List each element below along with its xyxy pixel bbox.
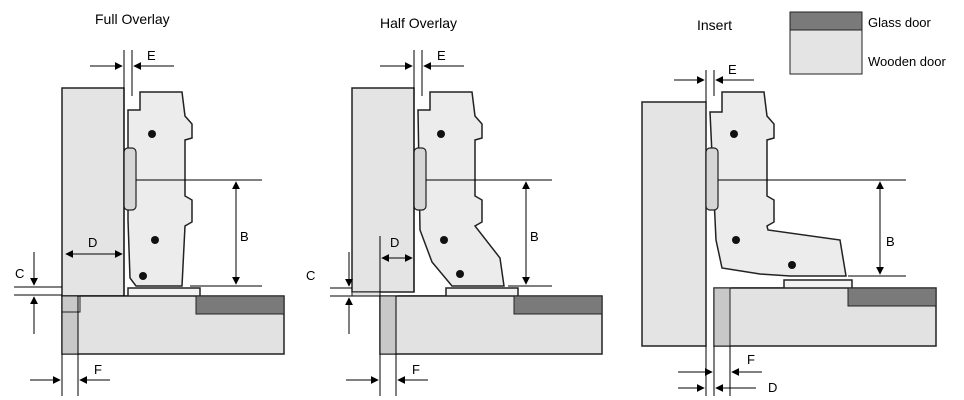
legend-wood-swatch [789, 29, 863, 75]
full-overlay-screw [139, 272, 147, 280]
half-overlay-cabinet-edge [379, 295, 397, 355]
full-overlay-label-d: D [88, 235, 97, 250]
half-overlay-label-f: F [412, 362, 420, 377]
insert-screw [732, 236, 740, 244]
full-overlay-label-f: F [94, 362, 102, 377]
insert-screw [788, 261, 796, 269]
insert-label-f: F [747, 352, 755, 367]
insert-door [641, 101, 707, 347]
insert-cabinet-edge [713, 287, 731, 347]
half-overlay-label-e: E [437, 48, 446, 63]
insert-hinge-cup [705, 147, 719, 211]
half-overlay-hinge-cup [413, 147, 427, 211]
full-overlay-label-b: B [240, 229, 249, 244]
half-overlay-title: Half Overlay [380, 15, 457, 31]
legend: Glass door Wooden door [789, 11, 946, 75]
half-overlay-door [351, 87, 415, 293]
legend-glass-swatch [789, 11, 863, 31]
insert-screw [730, 130, 738, 138]
insert-glass [847, 287, 937, 307]
insert-label-e: E [728, 62, 737, 77]
legend-glass-label: Glass door [868, 15, 932, 30]
insert-panel: Insert E B F D [641, 17, 937, 396]
half-overlay-label-b: B [530, 229, 539, 244]
insert-label-b: B [886, 234, 895, 249]
full-overlay-door [61, 87, 125, 297]
insert-label-d: D [768, 380, 777, 395]
full-overlay-screw [151, 236, 159, 244]
legend-wood-label: Wooden door [868, 54, 946, 69]
half-overlay-label-c: C [306, 268, 315, 283]
half-overlay-label-d: D [390, 235, 399, 250]
full-overlay-panel: Full Overlay E B D C [14, 11, 285, 396]
insert-hinge-arm [709, 91, 847, 277]
full-overlay-screw [148, 130, 156, 138]
half-overlay-panel: Half Overlay E B D C F [306, 15, 603, 396]
full-overlay-hinge-cup [123, 147, 137, 211]
full-overlay-title: Full Overlay [95, 11, 170, 27]
half-overlay-hinge-arm [417, 91, 505, 287]
insert-title: Insert [697, 17, 732, 33]
half-overlay-screw [440, 236, 448, 244]
full-overlay-glass [195, 295, 285, 315]
half-overlay-screw [437, 130, 445, 138]
full-overlay-label-c: C [15, 266, 24, 281]
full-overlay-hinge-arm [127, 91, 193, 287]
half-overlay-screw [456, 270, 464, 278]
half-overlay-glass [513, 295, 603, 315]
full-overlay-cabinet-edge [61, 295, 79, 355]
full-overlay-label-e: E [147, 48, 156, 63]
